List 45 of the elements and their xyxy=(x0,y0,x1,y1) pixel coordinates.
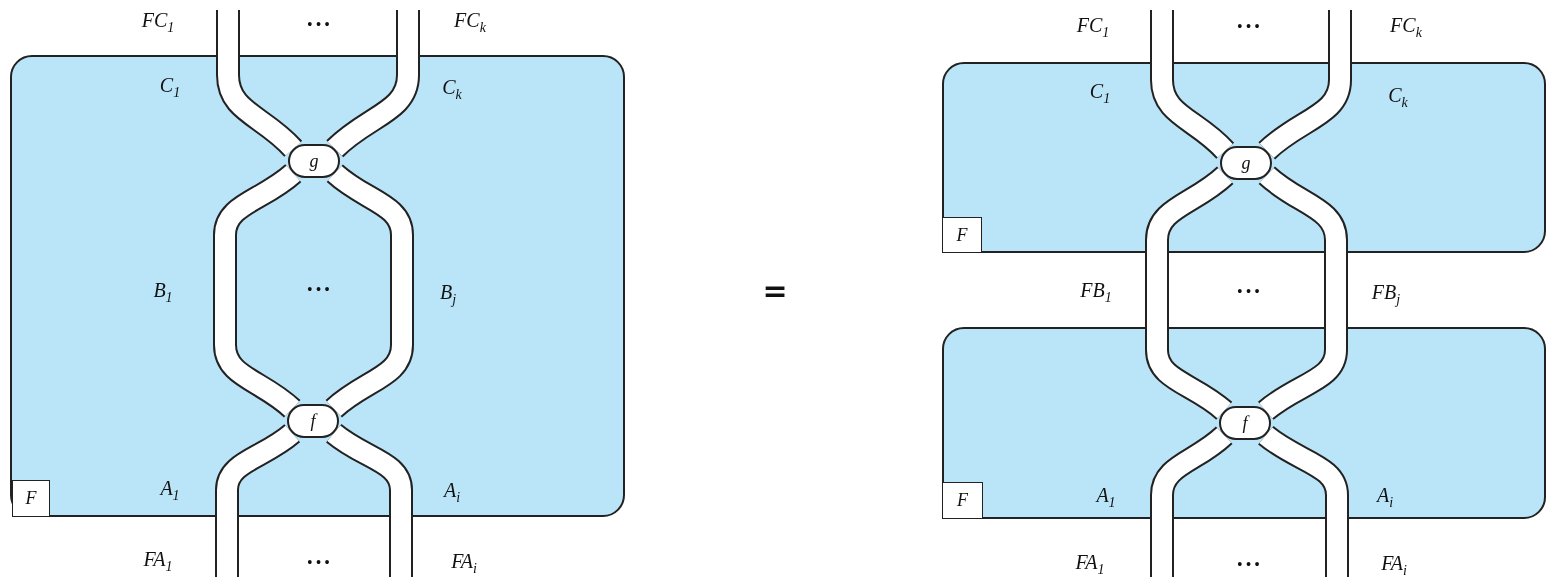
object-label: A$_{1}$ xyxy=(1096,483,1116,511)
object-label: C$_{k}$ xyxy=(442,75,462,103)
object-label: A$_{i}$ xyxy=(1376,483,1394,511)
region-box xyxy=(942,62,1546,253)
ellipsis-dots: ••• xyxy=(1237,556,1263,574)
region-box xyxy=(10,55,625,517)
functor-tag: F xyxy=(12,480,50,517)
object-label: C$_{1}$ xyxy=(159,73,181,101)
object-label: B$_{j}$ xyxy=(439,280,457,308)
object-label: B$_{1}$ xyxy=(153,278,173,306)
ellipsis-dots: ••• xyxy=(1237,18,1263,36)
string-ribbon xyxy=(1150,426,1233,577)
object-label: FC$_{k}$ xyxy=(1390,13,1422,41)
string-ribbon xyxy=(326,164,414,418)
object-label: FB$_{1}$ xyxy=(1080,278,1112,306)
object-label: C$_{k}$ xyxy=(1388,83,1408,111)
functor-tag: F xyxy=(942,482,983,519)
object-label: A$_{1}$ xyxy=(160,476,180,504)
string-ribbon xyxy=(215,423,300,577)
equals-sign: = xyxy=(762,272,788,308)
ellipsis-dots: ••• xyxy=(307,281,333,299)
object-label: FC$_{1}$ xyxy=(1076,13,1110,41)
string-ribbon xyxy=(1258,425,1349,577)
string-ribbon xyxy=(216,10,302,158)
ellipsis-dots: ••• xyxy=(1237,283,1263,301)
ellipsis-dots: ••• xyxy=(307,16,333,34)
object-label: C$_{1}$ xyxy=(1089,79,1111,107)
object-label: FB$_{j}$ xyxy=(1371,280,1401,308)
string-ribbon xyxy=(213,164,301,418)
functor-tag: F xyxy=(942,217,982,253)
object-label: FA$_{1}$ xyxy=(143,547,173,575)
object-label: FA$_{1}$ xyxy=(1075,550,1105,578)
string-ribbon xyxy=(1150,10,1234,160)
string-ribbon xyxy=(326,10,420,158)
object-label: FC$_{k}$ xyxy=(454,8,486,36)
string-ribbon xyxy=(1145,166,1234,420)
string-ribbon xyxy=(1258,166,1348,421)
object-label: FA$_{i}$ xyxy=(1381,551,1407,579)
region-box xyxy=(942,327,1546,519)
object-label: FC$_{1}$ xyxy=(141,8,175,36)
object-label: FA$_{i}$ xyxy=(451,549,477,577)
string-ribbon xyxy=(326,423,413,577)
object-label: A$_{i}$ xyxy=(443,478,461,506)
ellipsis-dots: ••• xyxy=(307,554,333,572)
string-ribbon xyxy=(1258,10,1352,160)
